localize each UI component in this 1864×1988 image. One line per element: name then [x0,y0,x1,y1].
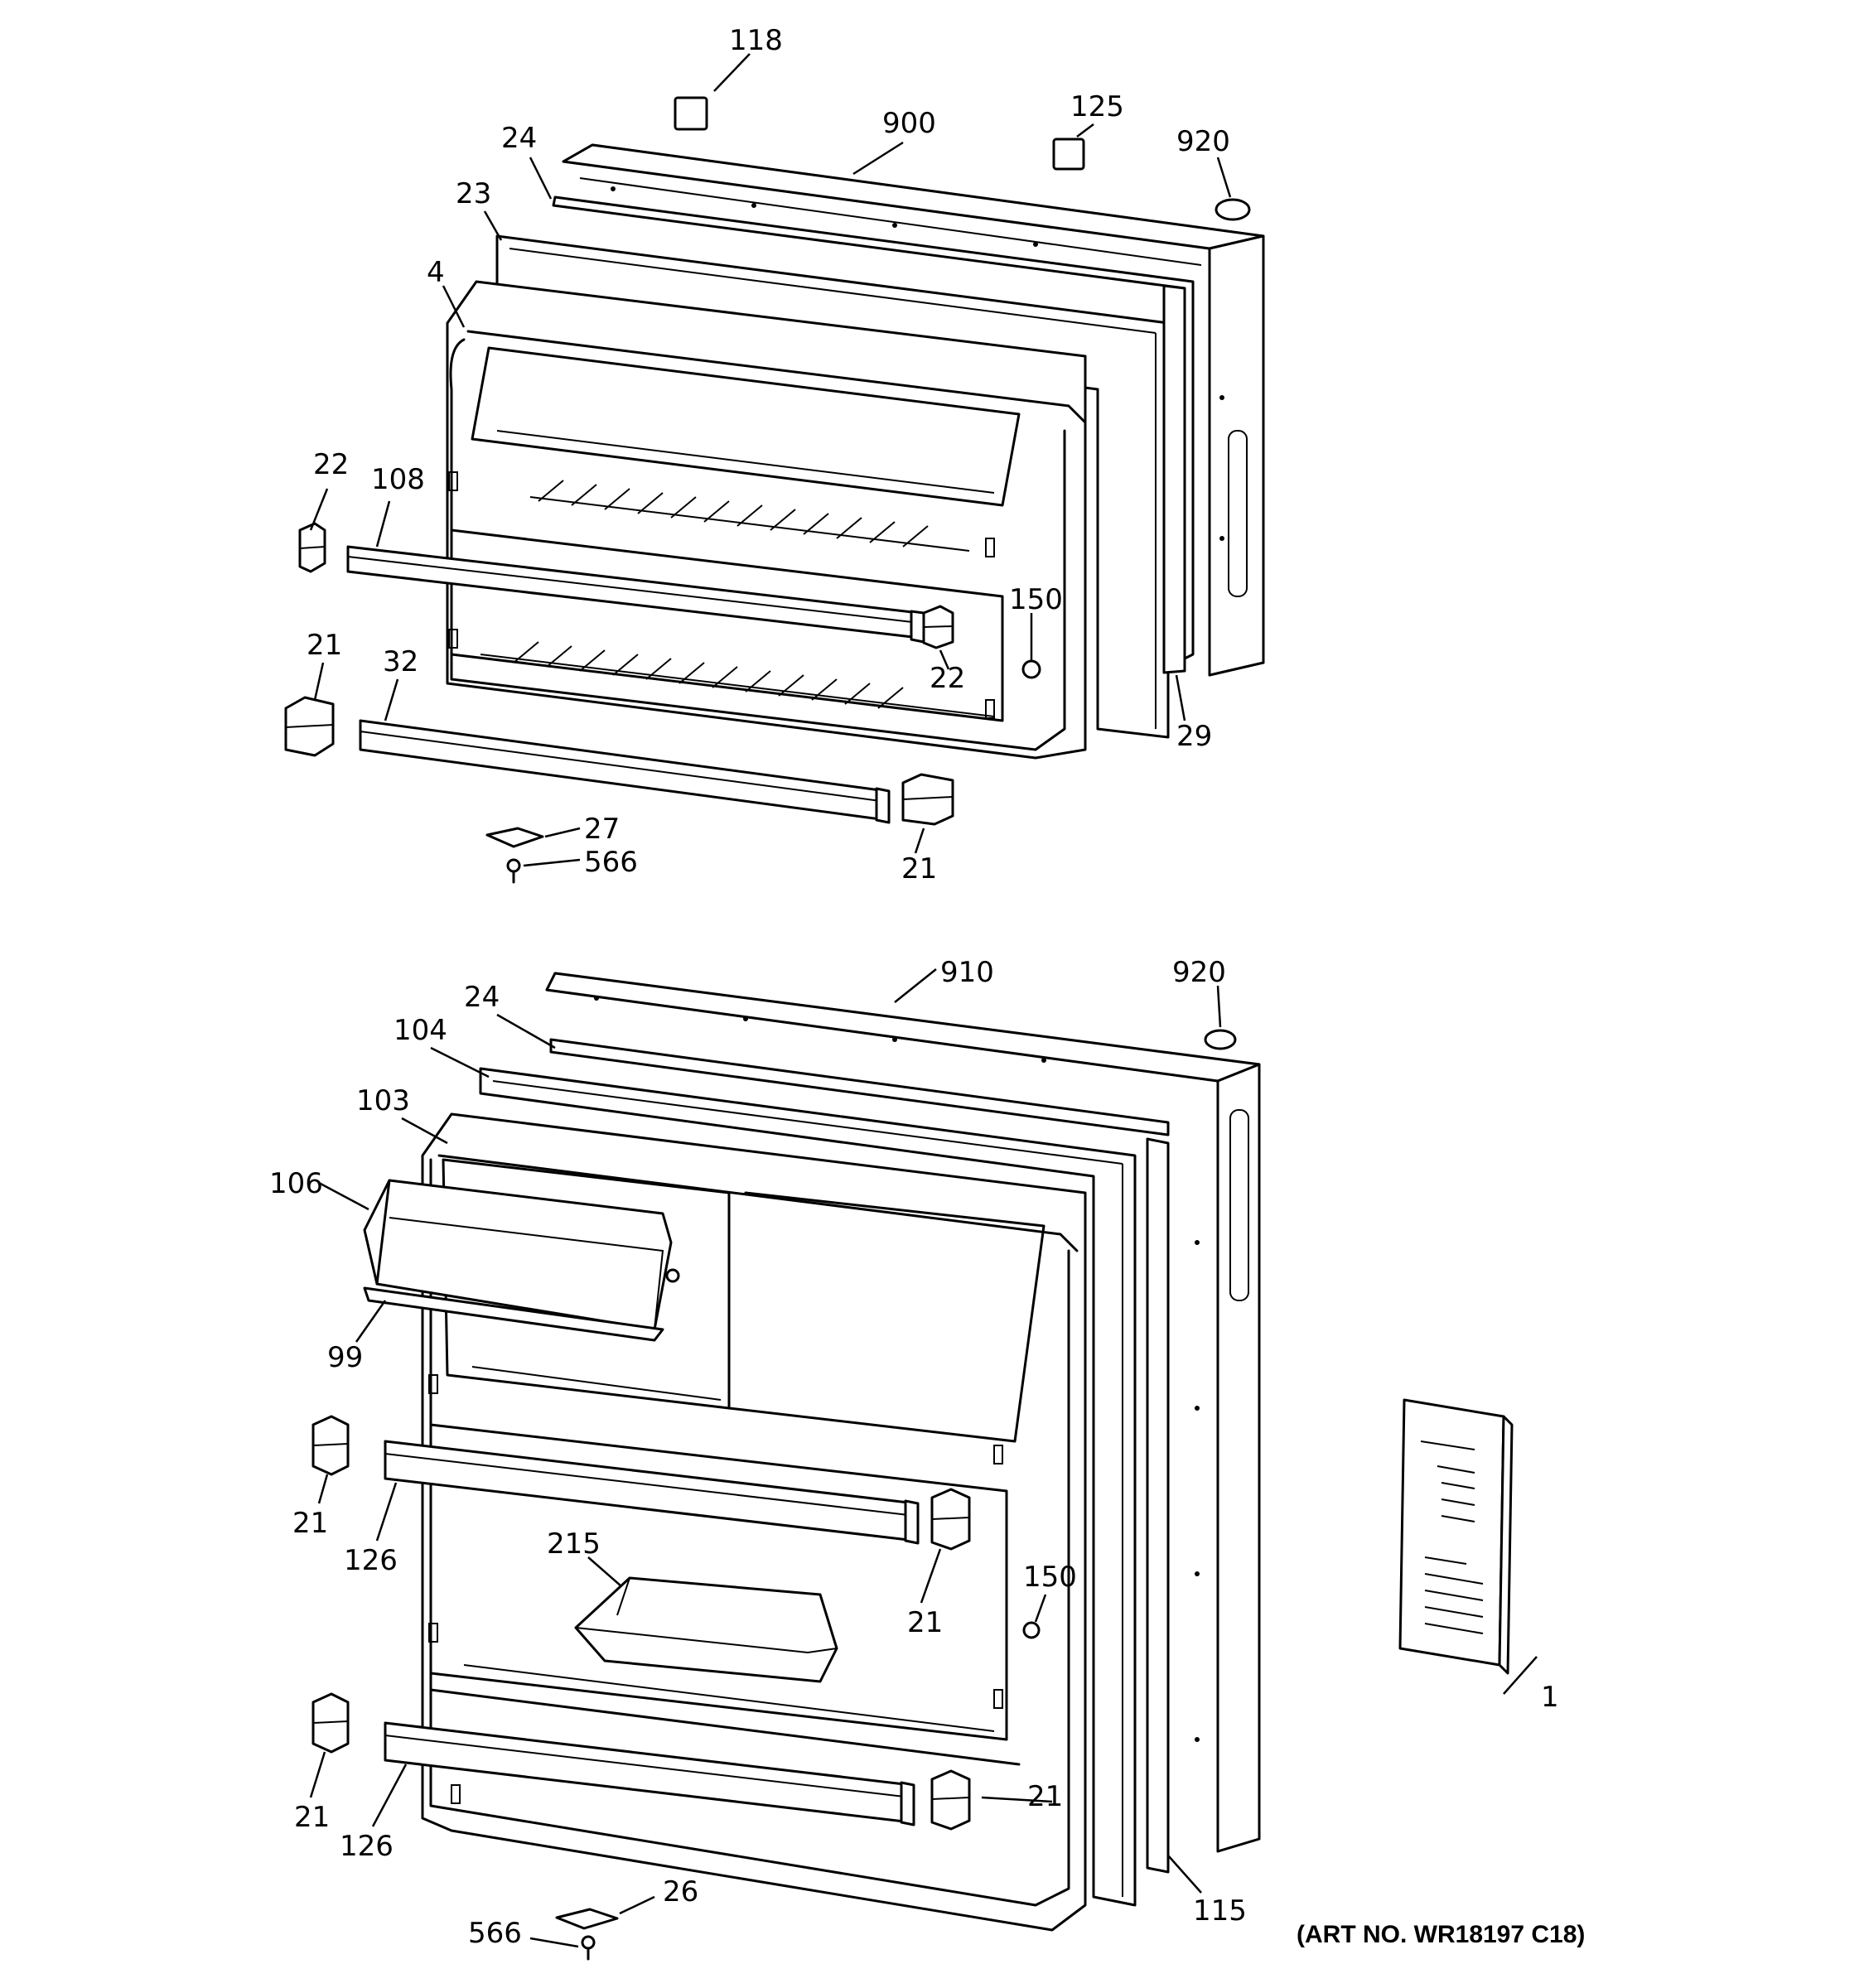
callout-21: 21 [292,1507,328,1540]
freezer-hinge-21-right [901,773,954,826]
callout-21: 21 [307,629,342,662]
callout-125: 125 [1070,90,1124,123]
owners-manual-1 [1398,1398,1514,1675]
fresh-food-clip-21-c [311,1692,350,1754]
fresh-food-gasket-strip-24 [549,1038,1170,1136]
callout-103: 103 [356,1084,410,1117]
callout-920: 920 [1176,125,1230,158]
callout-23: 23 [456,177,491,210]
callout-1: 1 [1541,1681,1559,1714]
freezer-inner-liner-4 [446,280,1087,760]
callout-566: 566 [468,1917,522,1950]
callout-21: 21 [1027,1780,1063,1813]
callout-21: 21 [294,1801,330,1834]
callout-118: 118 [729,24,783,57]
dairy-compartment-106 [363,1179,680,1342]
callout-24: 24 [501,122,537,155]
callout-24: 24 [464,981,500,1014]
art-number: (ART NO. WR18197 C18) [1297,1921,1585,1948]
callout-104: 104 [394,1014,447,1047]
callout-26: 26 [663,1875,698,1908]
callout-21: 21 [901,852,937,885]
callout-150: 150 [1023,1561,1077,1594]
fresh-food-clip-21-b [930,1488,971,1551]
callout-115: 115 [1193,1894,1247,1928]
freezer-clip-22-right [922,605,954,649]
fresh-food-hinge-plate-26 [555,1908,619,1930]
fresh-food-clip-21-d [930,1769,971,1831]
callout-22: 22 [313,448,349,481]
callout-126: 126 [344,1544,398,1577]
fresh-food-gasket-104 [479,1067,1137,1907]
freezer-lower-bar-32 [359,719,891,824]
callout-910: 910 [940,956,994,989]
freezer-outer-door-900 [562,143,1265,677]
fresh-food-outer-door-910 [545,972,1261,1853]
freezer-screw-150 [1021,659,1041,679]
callout-108: 108 [371,463,425,496]
callout-150: 150 [1009,583,1063,616]
freezer-screw-566 [506,858,521,884]
callout-920: 920 [1172,956,1226,989]
callout-215: 215 [547,1527,601,1561]
fresh-food-clip-21-a [311,1415,350,1476]
fresh-food-plug-920 [1204,1029,1237,1050]
freezer-hinge-21-left [284,696,335,757]
freezer-shelf-bar-108 [346,545,925,644]
dairy-frame-99 [363,1286,664,1342]
freezer-side-strip-29 [1162,284,1186,674]
freezer-door-assembly [284,96,1265,884]
callout-900: 900 [882,107,936,140]
freezer-clip-22-left [298,522,326,573]
freezer-pad-118 [674,96,708,131]
fresh-food-side-strip-115 [1146,1137,1170,1874]
callout-126: 126 [340,1830,394,1863]
callout-99: 99 [327,1341,363,1374]
callout-22: 22 [930,662,965,695]
fresh-food-shelf-bar-126-lower [384,1721,915,1826]
callout-21: 21 [907,1606,943,1639]
callout-566: 566 [584,846,638,879]
freezer-hinge-plate-27 [485,827,544,848]
callout-labels: 118 900 125 920 24 23 4 22 108 150 22 21… [269,24,1585,1950]
fresh-food-door-assembly [311,972,1261,1961]
freezer-plug-920 [1214,198,1251,221]
fresh-food-screw-150 [1022,1621,1041,1639]
callout-27: 27 [584,813,620,846]
callout-29: 29 [1176,720,1212,753]
fresh-food-shelf-bar-126-upper [384,1440,920,1545]
fresh-food-screw-566 [581,1935,596,1961]
fresh-food-tray-215 [574,1576,838,1683]
callout-106: 106 [269,1167,323,1200]
freezer-pad-125 [1052,138,1085,171]
leader-lines [309,53,1538,1948]
callout-32: 32 [383,645,418,678]
callout-4: 4 [427,256,445,289]
